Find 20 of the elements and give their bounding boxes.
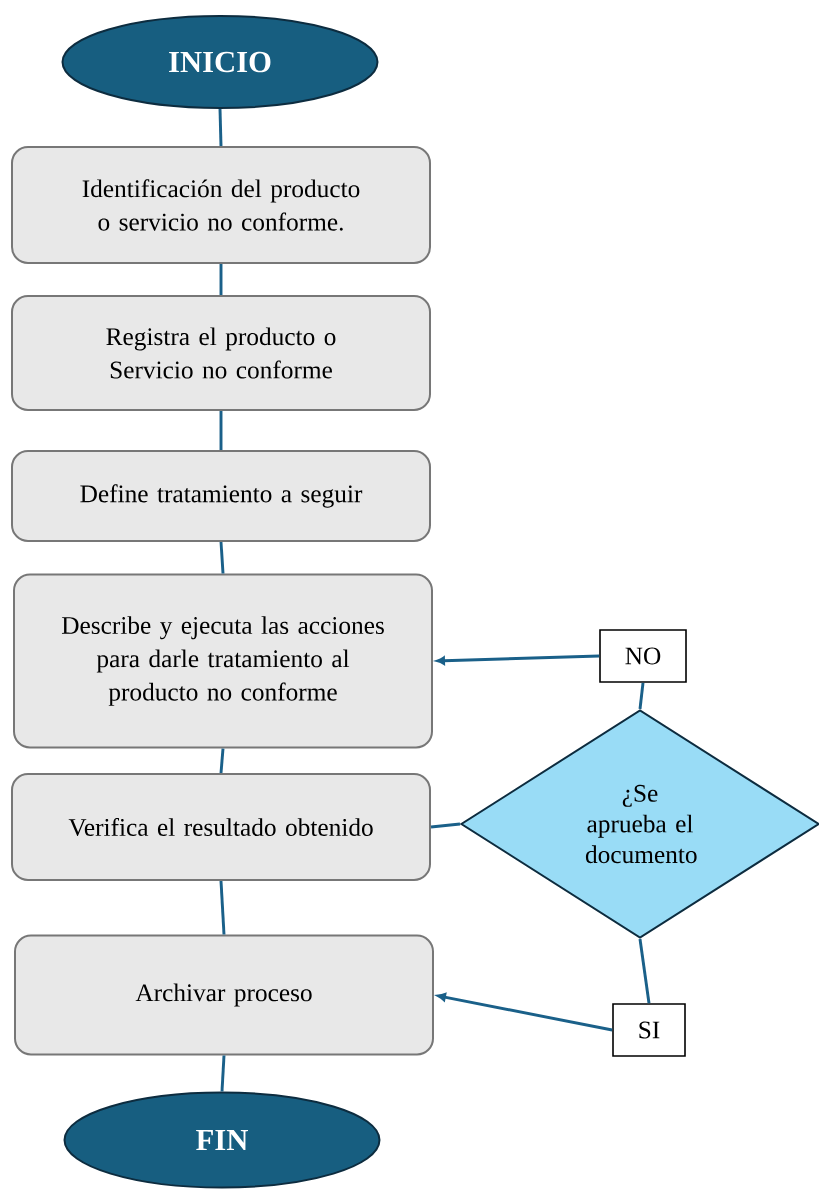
process-box: Verifica el resultado obtenido — [11, 773, 431, 881]
process-box: Registra el producto o Servicio no conforme — [11, 295, 431, 411]
connector-line — [219, 748, 225, 774]
connector-line — [219, 411, 223, 450]
arrow — [436, 992, 613, 1032]
connector-line — [430, 822, 461, 829]
connector-line — [219, 880, 226, 935]
connector-line — [218, 108, 223, 147]
connector-line — [638, 682, 645, 710]
process-box: Archivar proceso — [14, 934, 434, 1056]
arrow — [436, 654, 600, 665]
process-box: Describe y ejecuta las acciones para darle tratamiento al producto no conforme — [13, 573, 433, 749]
connector-line — [219, 264, 223, 295]
connector-line — [219, 541, 225, 574]
connector-line — [220, 1055, 226, 1092]
process-box: Identificación del producto o servicio no conforme. — [11, 146, 431, 264]
process-box: Define tratamiento a seguir — [11, 450, 431, 542]
answer-box: SI — [612, 1003, 686, 1057]
connector-line — [638, 938, 651, 1004]
answer-box: NO — [599, 629, 687, 683]
